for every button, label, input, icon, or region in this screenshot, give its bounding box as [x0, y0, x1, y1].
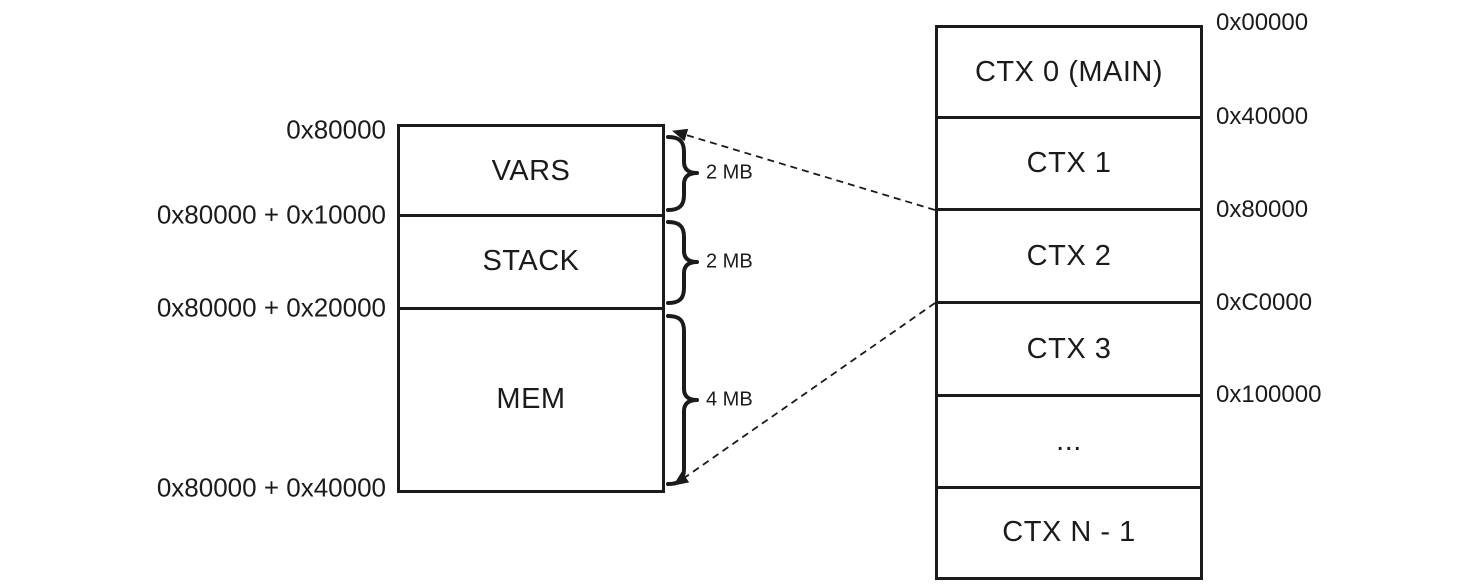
detail-address-label-0: 0x80000: [286, 114, 386, 145]
detail-address-label-3: 0x80000 + 0x40000: [156, 472, 386, 503]
overview-address-label-4: 0x100000: [1216, 381, 1322, 408]
ctx-row-0-label: CTX 0 (MAIN): [974, 56, 1164, 88]
brace-vars-icon: [666, 135, 699, 212]
section-vars-label: VARS: [491, 154, 571, 187]
context-detail-box: VARS STACK MEM: [397, 124, 665, 493]
size-label-vars: 2 MB: [706, 161, 753, 184]
brace-mem-icon: [666, 314, 699, 486]
ctx-row-3-label: CTX 3: [1026, 332, 1112, 365]
ctx-row-3: CTX 3: [938, 303, 1200, 395]
ctx-row-2-label: CTX 2: [1026, 240, 1112, 272]
ctx-row-n-1-label: CTX N - 1: [1002, 515, 1136, 548]
context-table: CTX 0 (MAIN) CTX 1 CTX 2 CTX 3 ... CTX N…: [935, 25, 1203, 580]
overview-address-label-1: 0x40000: [1216, 103, 1309, 130]
ctx-row-0: CTX 0 (MAIN): [938, 28, 1200, 117]
divider: [938, 394, 1200, 397]
divider: [938, 486, 1200, 489]
section-mem-label: MEM: [496, 382, 566, 415]
brace-stack-icon: [666, 220, 699, 305]
ctx-row-n-1: CTX N - 1: [938, 487, 1200, 577]
overview-address-label-2: 0x80000: [1216, 196, 1309, 223]
ctx-row-ellipsis: ...: [938, 395, 1200, 487]
section-stack: STACK: [400, 215, 662, 308]
section-stack-label: STACK: [482, 245, 580, 277]
detail-address-label-1: 0x80000 + 0x10000: [156, 199, 386, 230]
overview-address-label-0: 0x00000: [1216, 9, 1309, 36]
detail-address-label-2: 0x80000 + 0x20000: [156, 292, 386, 323]
size-label-mem: 4 MB: [706, 388, 753, 411]
divider: [938, 116, 1200, 119]
ctx-row-1-label: CTX 1: [1026, 147, 1112, 179]
section-vars: VARS: [400, 127, 662, 215]
divider: [938, 301, 1200, 304]
ctx-row-1: CTX 1: [938, 117, 1200, 210]
overview-address-label-3: 0xC0000: [1216, 289, 1313, 316]
divider: [400, 214, 662, 217]
size-label-stack: 2 MB: [706, 250, 753, 273]
divider: [400, 307, 662, 310]
section-mem: MEM: [400, 308, 662, 490]
divider: [938, 208, 1200, 211]
ctx-row-ellipsis-label: ...: [1056, 424, 1082, 457]
ctx-row-2: CTX 2: [938, 210, 1200, 303]
